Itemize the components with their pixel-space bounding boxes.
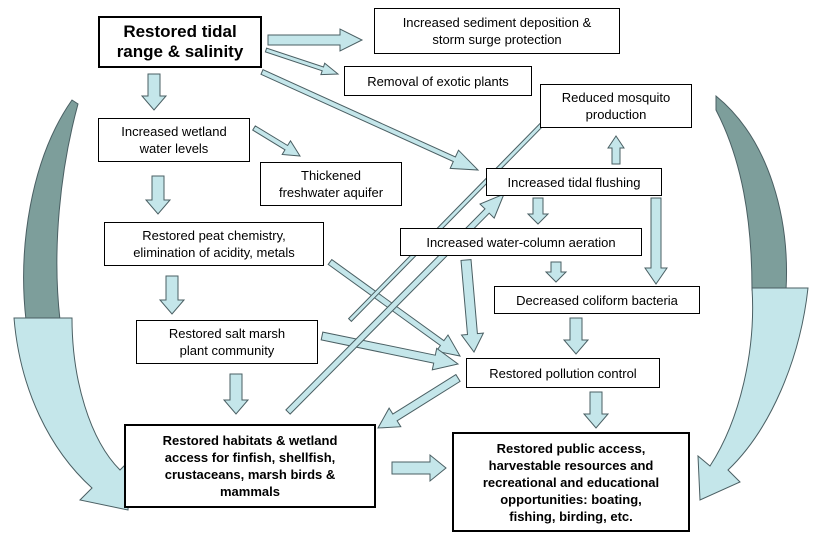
left-cycle-arrow-bottom — [13, 317, 131, 511]
arrow-saltmarsh-to-habitats — [222, 373, 250, 415]
node-peat-chemistry: Restored peat chemistry, elimination of … — [104, 222, 324, 266]
node-removal-exotic-plants: Removal of exotic plants — [344, 66, 532, 96]
left-cycle-arrow-top — [23, 99, 79, 321]
arrow-flushing-to-aeration — [526, 197, 550, 225]
arrow-tidal-to-flushing — [260, 69, 480, 171]
node-reduced-mosquito: Reduced mosquito production — [540, 84, 692, 128]
node-wetland-water-levels: Increased wetland water levels — [98, 118, 250, 162]
arrow-aeration-to-coliform — [544, 261, 568, 283]
arrow-pollution-to-habitats — [377, 373, 461, 429]
arrow-tidal-to-exotic — [264, 47, 340, 76]
arrow-habitats-to-public — [391, 453, 447, 483]
node-tidal-flushing: Increased tidal flushing — [486, 168, 662, 196]
arrow-wetland-to-peat — [144, 175, 172, 215]
node-restored-habitats: Restored habitats & wetland access for f… — [124, 424, 376, 508]
node-freshwater-aquifer: Thickened freshwater aquifer — [260, 162, 402, 206]
arrow-wetland-to-aquifer — [252, 125, 301, 157]
node-sediment-deposition: Increased sediment deposition & storm su… — [374, 8, 620, 54]
right-cycle-arrow-bottom — [697, 287, 809, 501]
node-coliform-bacteria: Decreased coliform bacteria — [494, 286, 700, 314]
node-pollution-control: Restored pollution control — [466, 358, 660, 388]
arrow-flushing-to-coliform — [644, 197, 668, 285]
arrow-tidal-to-sediment — [267, 28, 364, 52]
node-salt-marsh-plants: Restored salt marsh plant community — [136, 320, 318, 364]
node-water-column-aeration: Increased water-column aeration — [400, 228, 642, 256]
arrow-pollution-to-public — [582, 391, 610, 429]
arrow-aeration-to-pollution — [460, 259, 485, 353]
node-restored-tidal-range: Restored tidal range & salinity — [98, 16, 262, 68]
arrow-flushing-to-mosquito — [607, 135, 625, 165]
arrow-tidal-to-wetland — [140, 73, 168, 111]
right-cycle-arrow-top — [715, 94, 787, 291]
node-public-access: Restored public access, harvestable reso… — [452, 432, 690, 532]
arrow-peat-to-saltmarsh — [158, 275, 186, 315]
arrow-coliform-to-pollution — [562, 317, 590, 355]
